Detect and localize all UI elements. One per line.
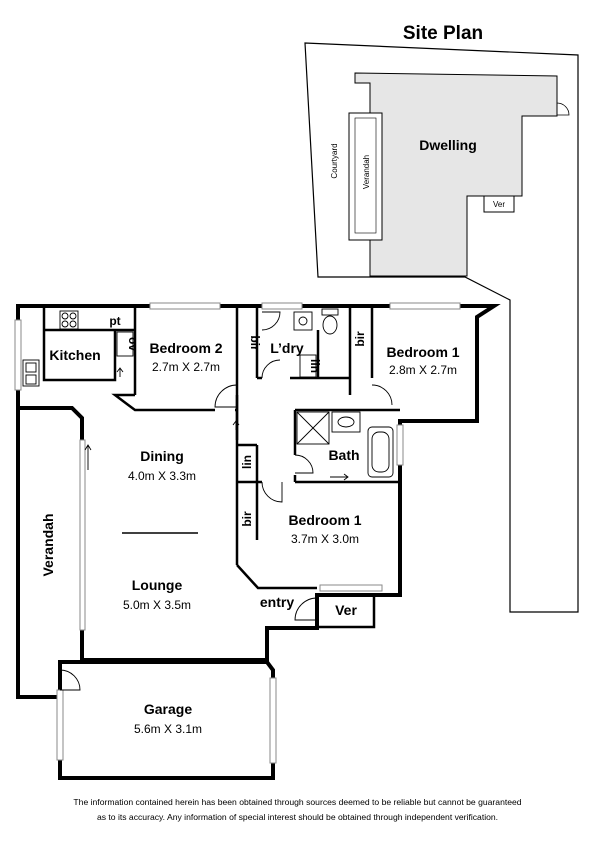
lounge-dims: 5.0m X 3.5m <box>123 598 191 612</box>
pantry-label: pt <box>109 314 120 328</box>
bir-bedroom1-main-label: bir <box>240 511 254 527</box>
windows <box>14 302 461 764</box>
site-ver-box <box>483 195 515 213</box>
site-verandah-label: Verandah <box>362 155 371 189</box>
disclaimer-line-2: as to its accuracy. Any information of s… <box>96 812 499 822</box>
room-labels: Kitchen pt ov Bedroom 2 2.7m X 2.7m bir … <box>40 314 460 736</box>
bir-bedroom2-label: bir <box>248 335 262 351</box>
dining-label: Dining <box>140 448 184 464</box>
site-verandah-inner <box>354 117 377 234</box>
doors <box>59 311 393 691</box>
site-verandah <box>348 112 383 241</box>
ver-box <box>315 593 376 629</box>
dining-dims: 4.0m X 3.3m <box>128 469 196 483</box>
toilet-icon <box>321 308 339 316</box>
site-courtyard-label: Courtyard <box>330 143 339 178</box>
site-dwelling-label: Dwelling <box>419 137 477 153</box>
lin-laundry-label: lin <box>308 359 322 373</box>
bedroom1-main-label: Bedroom 1 <box>288 512 361 528</box>
garage-dims: 5.6m X 3.1m <box>134 722 202 736</box>
sliding-arrow-icon <box>232 420 240 430</box>
interior-walls <box>42 306 400 590</box>
oven-label: ov <box>126 337 140 351</box>
laundry-label: L’dry <box>270 340 304 356</box>
fixtures <box>22 308 394 534</box>
oven-icon <box>116 331 134 357</box>
site-plan-title: Site Plan <box>403 23 483 44</box>
kitchen-label: Kitchen <box>49 347 100 363</box>
site-ver-label: Ver <box>493 200 505 209</box>
bedroom2-label: Bedroom 2 <box>149 340 222 356</box>
bedroom1-main-dims: 3.7m X 3.0m <box>291 532 359 546</box>
lounge-label: Lounge <box>132 577 183 593</box>
bir-bedroom1-top-label: bir <box>353 331 367 347</box>
site-plan: Site Plan Ver Dwelling Courtyard Veranda… <box>304 23 579 613</box>
entry-label: entry <box>260 594 294 610</box>
site-door-swing <box>556 102 570 116</box>
verandah-label: Verandah <box>40 513 56 576</box>
disclaimer: The information contained herein has bee… <box>20 795 575 825</box>
bath-label: Bath <box>328 447 359 463</box>
bedroom1-top-dims: 2.8m X 2.7m <box>389 363 457 377</box>
ver-label: Ver <box>335 602 357 618</box>
lin-hall-label: lin <box>240 455 254 469</box>
disclaimer-line-1: The information contained herein has bee… <box>73 797 522 807</box>
garage-label: Garage <box>144 701 192 717</box>
bedroom1-top-label: Bedroom 1 <box>386 344 459 360</box>
laundry-cupboard <box>299 354 317 378</box>
bedroom2-dims: 2.7m X 2.7m <box>152 360 220 374</box>
